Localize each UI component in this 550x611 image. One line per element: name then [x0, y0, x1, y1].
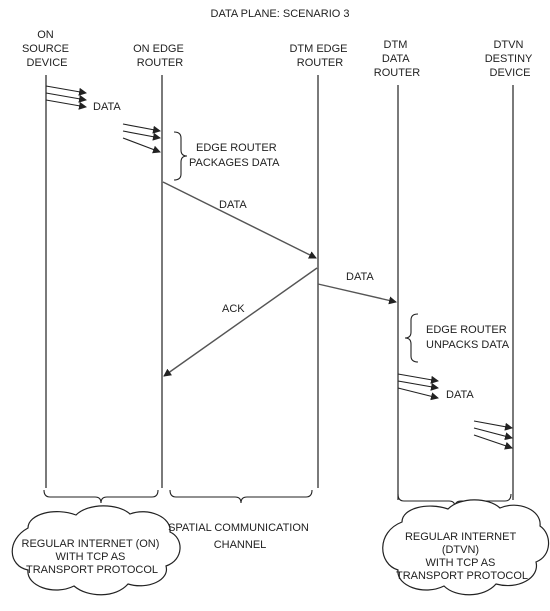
participant-dtm-edge-router: DTM EDGE ROUTER	[289, 43, 350, 69]
participant-on-edge-router: ON EDGE ROUTER	[133, 43, 187, 69]
arrow-group-edge-in	[122, 123, 161, 154]
message-ack-dtm-to-edge	[163, 267, 318, 377]
brace-regular-internet-on	[43, 489, 159, 504]
message-label-ack: ACK	[222, 303, 245, 315]
participant-dtm-data-router: DTM DATA ROUTER	[374, 39, 421, 79]
arrow-group-data-router-out	[397, 373, 439, 401]
participant-on-source-device: ON SOURCE DEVICE	[22, 29, 72, 69]
message-data-dtm-to-data-router	[317, 283, 397, 305]
cloud-regular-internet-dtvn	[382, 499, 550, 596]
diagram-title: DATA PLANE: SCENARIO 3	[211, 8, 350, 20]
brace-packages	[173, 131, 188, 181]
zone-label-regular-internet-dtvn: REGULAR INTERNET (DTVN) WITH TCP AS TRAN…	[396, 531, 528, 582]
cloud-regular-internet-on	[11, 505, 181, 596]
zone-label-spatial-channel: SPATIAL COMMUNICATION CHANNEL	[168, 522, 312, 551]
note-packages-data: EDGE ROUTER PACKAGES DATA	[189, 142, 280, 169]
participant-dtvn-destiny-device: DTVN DESTINY DEVICE	[485, 39, 536, 79]
arrow-group-source-out	[45, 85, 87, 110]
zone-label-regular-internet-on: REGULAR INTERNET (ON) WITH TCP AS TRANSP…	[22, 538, 163, 576]
note-unpacks-data: EDGE ROUTER UNPACKS DATA	[426, 324, 510, 351]
arrow-group-destiny-in	[473, 420, 513, 450]
message-data-edge-to-dtm	[162, 181, 317, 259]
message-label-data-4: DATA	[446, 389, 474, 401]
brace-spatial-channel	[169, 489, 313, 504]
message-label-data-2: DATA	[219, 199, 247, 211]
brace-unpacks	[404, 313, 419, 363]
message-label-data-1: DATA	[93, 101, 121, 113]
message-label-data-3: DATA	[346, 271, 374, 283]
